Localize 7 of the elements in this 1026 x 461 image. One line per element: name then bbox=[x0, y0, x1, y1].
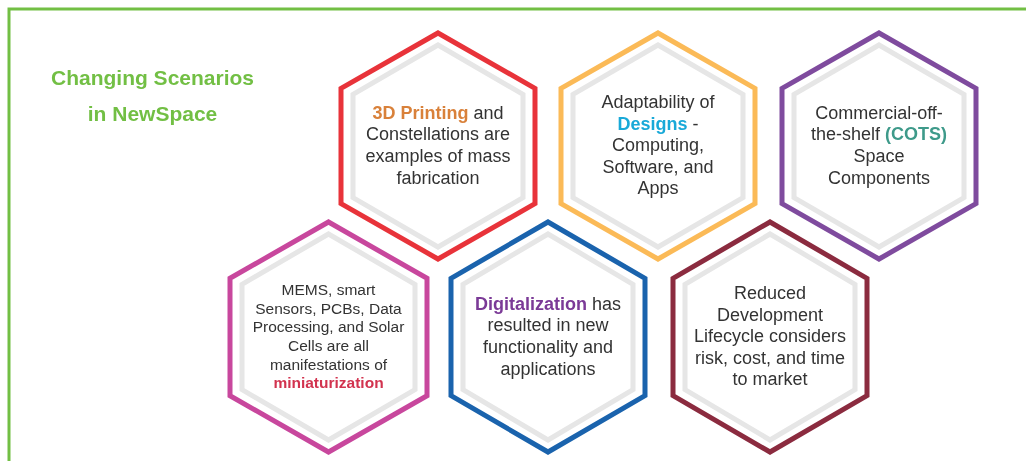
hexagon-text: 3D Printing and Constellations are examples of mass fabrication bbox=[364, 102, 512, 190]
hexagon-text: Reduced Development Lifecycle considers risk, cost, and time to market bbox=[692, 283, 848, 391]
hexagon-text: Commercial-off-the-shelf (COTS) Space Components bbox=[809, 102, 948, 190]
diagram-title: Changing Scenarios in NewSpace bbox=[49, 65, 255, 127]
hexagon-text: MEMS, smart Sensors, PCBs, Data Processing, and Solar Cells are all manifestations of miniaturization bbox=[251, 281, 406, 393]
hexagon-text: Digitalization has resulted in new functionality and applications bbox=[474, 293, 622, 381]
hexagon-text: Adaptability of Designs - Computing, Software, and Apps bbox=[600, 92, 716, 200]
